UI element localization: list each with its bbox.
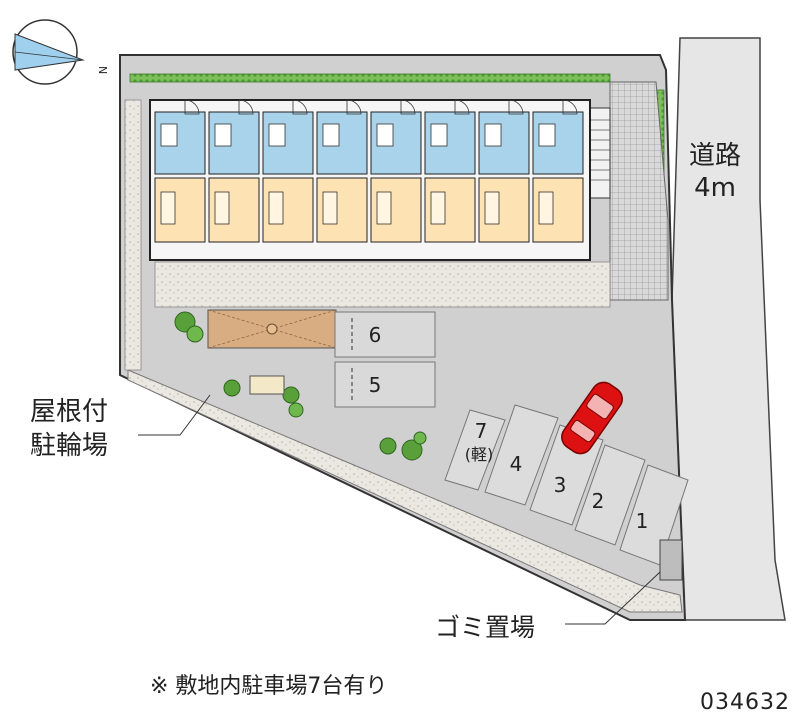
apartment-unit bbox=[424, 99, 476, 243]
gravel-walkway bbox=[154, 261, 611, 308]
compass-north-mark: N bbox=[96, 66, 109, 74]
shrubs bbox=[174, 311, 427, 461]
road-label: 道路 4m bbox=[683, 140, 747, 204]
garbage-leader-line bbox=[565, 571, 661, 625]
car-icon bbox=[561, 381, 623, 455]
parking-space-label-2: 2 bbox=[592, 489, 605, 513]
left-strip bbox=[124, 99, 142, 371]
entrance-tiles bbox=[609, 81, 669, 301]
apartment-unit bbox=[154, 99, 206, 243]
parking-space-label-5: 5 bbox=[369, 373, 382, 397]
top-hedge bbox=[129, 73, 611, 83]
parking-space-sublabel-7: (軽) bbox=[465, 445, 494, 464]
bicycle-parking-label-line1: 屋根付 bbox=[30, 397, 109, 427]
bicycle-parking-label-line2: 駐輪場 bbox=[30, 431, 109, 461]
bicycle-parking bbox=[207, 309, 337, 349]
apartment-units bbox=[154, 99, 584, 243]
compass-icon: N bbox=[12, 19, 109, 85]
garbage-enclosure bbox=[659, 539, 683, 581]
road bbox=[671, 37, 786, 621]
apartment-unit bbox=[532, 99, 584, 243]
apartment-unit bbox=[208, 99, 260, 243]
parking-footnote: ※ 敷地内駐車場7台有り bbox=[150, 674, 388, 699]
apartment-unit bbox=[316, 99, 368, 243]
parking-space-label-6: 6 bbox=[369, 323, 382, 347]
staircase bbox=[589, 107, 611, 199]
parking-space-label-1: 1 bbox=[636, 509, 649, 533]
parking-space-label-7: 7 bbox=[475, 419, 488, 443]
apartment-unit bbox=[478, 99, 530, 243]
property-code: 034632 bbox=[700, 690, 790, 715]
road-width: 4m bbox=[694, 173, 736, 203]
road-name: 道路 bbox=[688, 141, 741, 171]
boundary-strip bbox=[127, 369, 683, 613]
bike-leader-line bbox=[138, 394, 211, 436]
parking-space-label-4: 4 bbox=[510, 452, 523, 476]
apartment-unit bbox=[262, 99, 314, 243]
bicycle-parking-label: 屋根付 駐輪場 bbox=[30, 395, 108, 463]
garbage-label: ゴミ置場 bbox=[435, 613, 536, 642]
apartment-unit bbox=[370, 99, 422, 243]
parking-space-label-3: 3 bbox=[554, 473, 567, 497]
